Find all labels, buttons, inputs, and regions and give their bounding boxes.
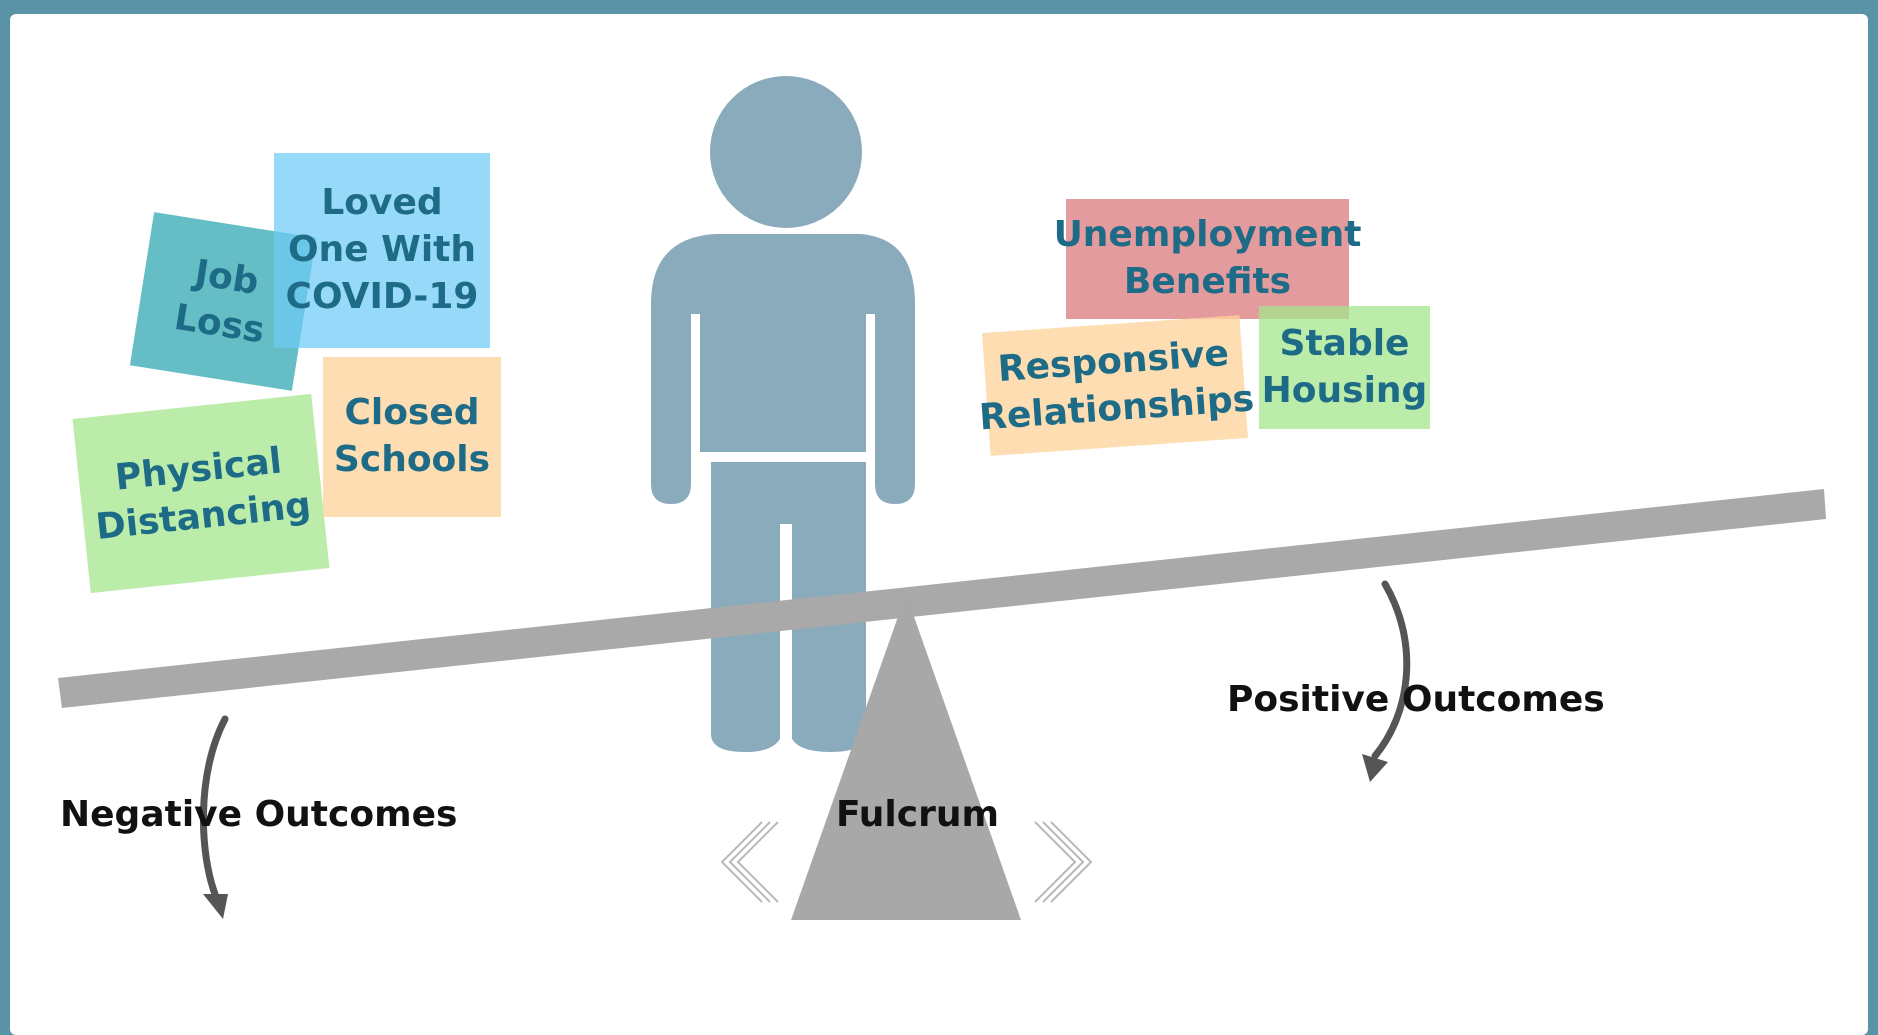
positive-arrow-icon bbox=[1362, 580, 1411, 782]
right-chevrons-icon bbox=[1034, 821, 1093, 903]
person-legs bbox=[711, 462, 866, 752]
fulcrum-label: Fulcrum bbox=[836, 794, 1000, 835]
card-responsive-relationships: Responsive Relationships bbox=[978, 315, 1255, 456]
left-chevrons-icon bbox=[720, 821, 779, 903]
card-stable-housing: Stable Housing bbox=[1259, 306, 1430, 429]
person-figure bbox=[651, 76, 915, 752]
card-unemployment-benefits: Unemployment Benefits bbox=[1054, 199, 1361, 319]
seesaw-scene bbox=[58, 76, 1826, 920]
diagram-frame: Physical Distancing Job Loss Loved One W… bbox=[10, 14, 1868, 1035]
fulcrum-triangle bbox=[791, 594, 1021, 920]
seesaw-beam bbox=[58, 489, 1826, 708]
negative-outcomes-label: Negative Outcomes bbox=[60, 794, 458, 835]
card-physical-distancing: Physical Distancing bbox=[72, 393, 330, 594]
person-torso bbox=[651, 234, 915, 504]
card-loved-one: Loved One With COVID-19 bbox=[274, 153, 490, 348]
positive-outcomes-label: Positive Outcomes bbox=[1227, 679, 1605, 720]
card-closed-schools: Closed Schools bbox=[323, 357, 501, 517]
negative-arrow-icon bbox=[200, 715, 229, 919]
person-head bbox=[710, 76, 862, 228]
